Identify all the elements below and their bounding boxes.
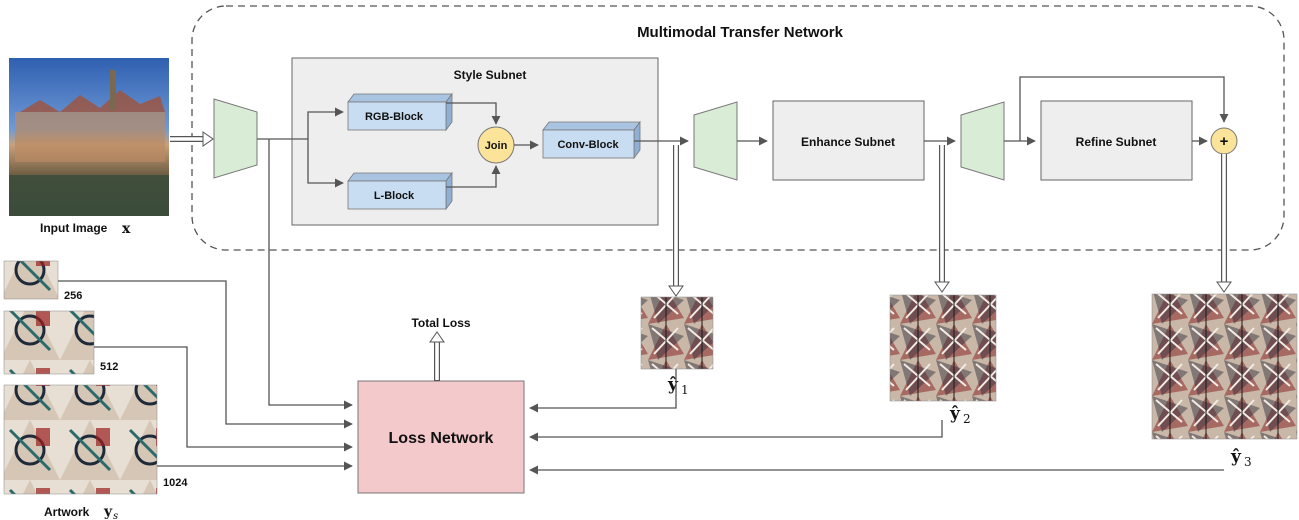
artwork-size-256: 256 bbox=[64, 290, 82, 302]
total-loss-label: Total Loss bbox=[411, 316, 470, 330]
input-label: Input Image bbox=[40, 221, 108, 235]
network-title: Multimodal Transfer Network bbox=[637, 24, 844, 41]
refine-subnet-box bbox=[1040, 100, 1193, 181]
encoder-1 bbox=[213, 98, 258, 179]
output-1-symbol: ŷ bbox=[667, 375, 679, 395]
conv-block bbox=[542, 120, 641, 160]
rgb-block-label: RGB-Block bbox=[365, 111, 424, 123]
conv-block-label: Conv-Block bbox=[557, 139, 619, 151]
loss-network-box bbox=[357, 380, 525, 494]
input-arrow-head bbox=[202, 131, 214, 147]
enhance-subnet-box bbox=[772, 100, 925, 181]
artwork-subscript: s bbox=[113, 511, 118, 520]
artwork-256 bbox=[3, 260, 59, 300]
artwork-label: Artwork bbox=[44, 505, 90, 519]
style-subnet-title: Style Subnet bbox=[454, 68, 527, 82]
output-2-subscript: 2 bbox=[963, 412, 971, 426]
l-block bbox=[347, 171, 453, 211]
loss-connections bbox=[58, 139, 1224, 475]
input-symbol: x bbox=[122, 221, 131, 237]
output-2-symbol: ŷ bbox=[949, 404, 961, 424]
artwork-symbol: y bbox=[103, 504, 113, 520]
output-3-symbol: ŷ bbox=[1230, 447, 1242, 467]
artwork-size-1024: 1024 bbox=[163, 477, 188, 489]
output-1-subscript: 1 bbox=[681, 383, 689, 397]
plus-label: + bbox=[1220, 133, 1229, 150]
enhance-subnet-label: Enhance Subnet bbox=[801, 135, 895, 149]
l-block-label: L-Block bbox=[374, 190, 415, 202]
encoder-3 bbox=[960, 101, 1005, 181]
join-label: Join bbox=[485, 140, 508, 152]
artwork-512 bbox=[3, 310, 95, 375]
output-3-subscript: 3 bbox=[1244, 455, 1252, 469]
loss-network-label: Loss Network bbox=[389, 430, 494, 447]
total-loss-arrow-head bbox=[429, 331, 445, 343]
output-image-1 bbox=[640, 296, 714, 370]
input-image bbox=[9, 58, 169, 216]
skip-connection bbox=[1019, 76, 1229, 141]
encoder-2 bbox=[693, 101, 738, 181]
artwork-size-512: 512 bbox=[100, 361, 118, 373]
refine-subnet-label: Refine Subnet bbox=[1076, 135, 1157, 149]
output-image-2 bbox=[889, 294, 997, 402]
output-image-3 bbox=[1151, 293, 1298, 440]
transfer-network-frame bbox=[191, 5, 1285, 251]
output-taps bbox=[668, 145, 1232, 297]
artwork-1024 bbox=[3, 384, 158, 495]
style-subnet-connections bbox=[257, 102, 689, 188]
